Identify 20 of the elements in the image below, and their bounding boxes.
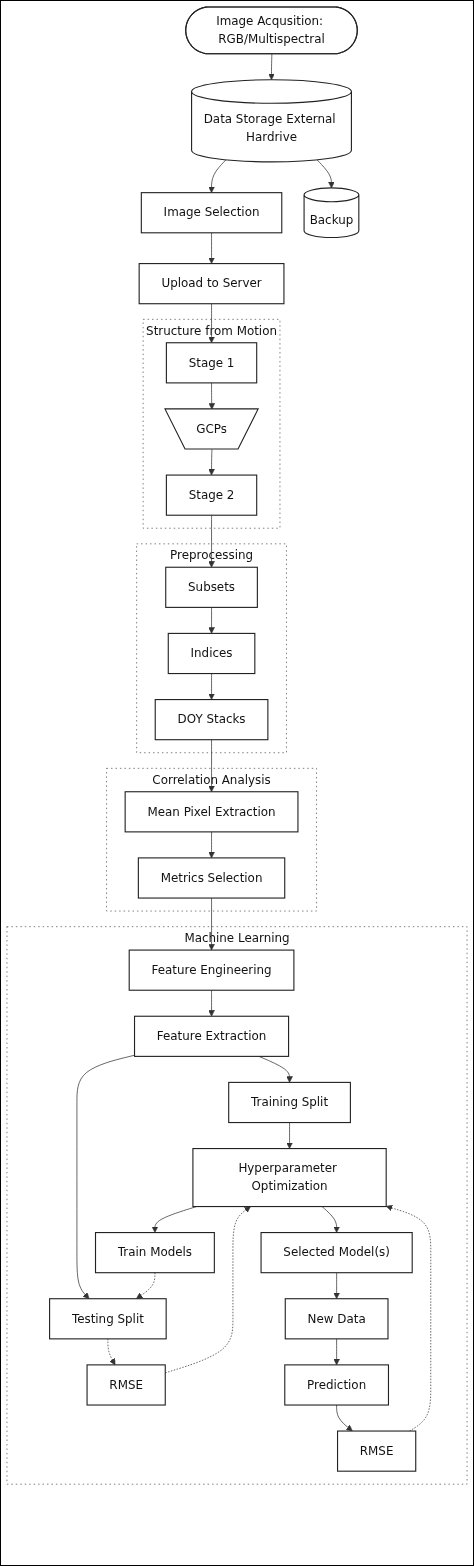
node-box: New Data bbox=[284, 1298, 389, 1340]
node-box: Stage 2 bbox=[165, 474, 258, 516]
node-box: Feature Engineering bbox=[128, 949, 295, 991]
node-box: Mean Pixel Extraction bbox=[124, 791, 299, 833]
node-box: Hyperparameter Optimization bbox=[192, 1148, 387, 1208]
node-box: Training Split bbox=[228, 1081, 351, 1124]
node-box: DOY Stacks bbox=[154, 699, 269, 741]
node-box: Subsets bbox=[165, 566, 258, 608]
node-box: Metrics Selection bbox=[137, 857, 286, 899]
node-box: Selected Model(s) bbox=[260, 1232, 413, 1274]
node-box: Indices bbox=[167, 632, 256, 675]
node-box: Stage 1 bbox=[165, 342, 258, 384]
node-box: Train Models bbox=[94, 1232, 215, 1274]
node-box: Prediction bbox=[284, 1364, 390, 1406]
node-box: Feature Extraction bbox=[133, 1015, 290, 1057]
node-box: Upload to Server bbox=[138, 263, 285, 305]
node-box: RMSE bbox=[86, 1364, 166, 1406]
node-box: Testing Split bbox=[49, 1298, 167, 1340]
node-box: Image Selection bbox=[140, 192, 283, 234]
node-box: RMSE bbox=[337, 1430, 417, 1472]
